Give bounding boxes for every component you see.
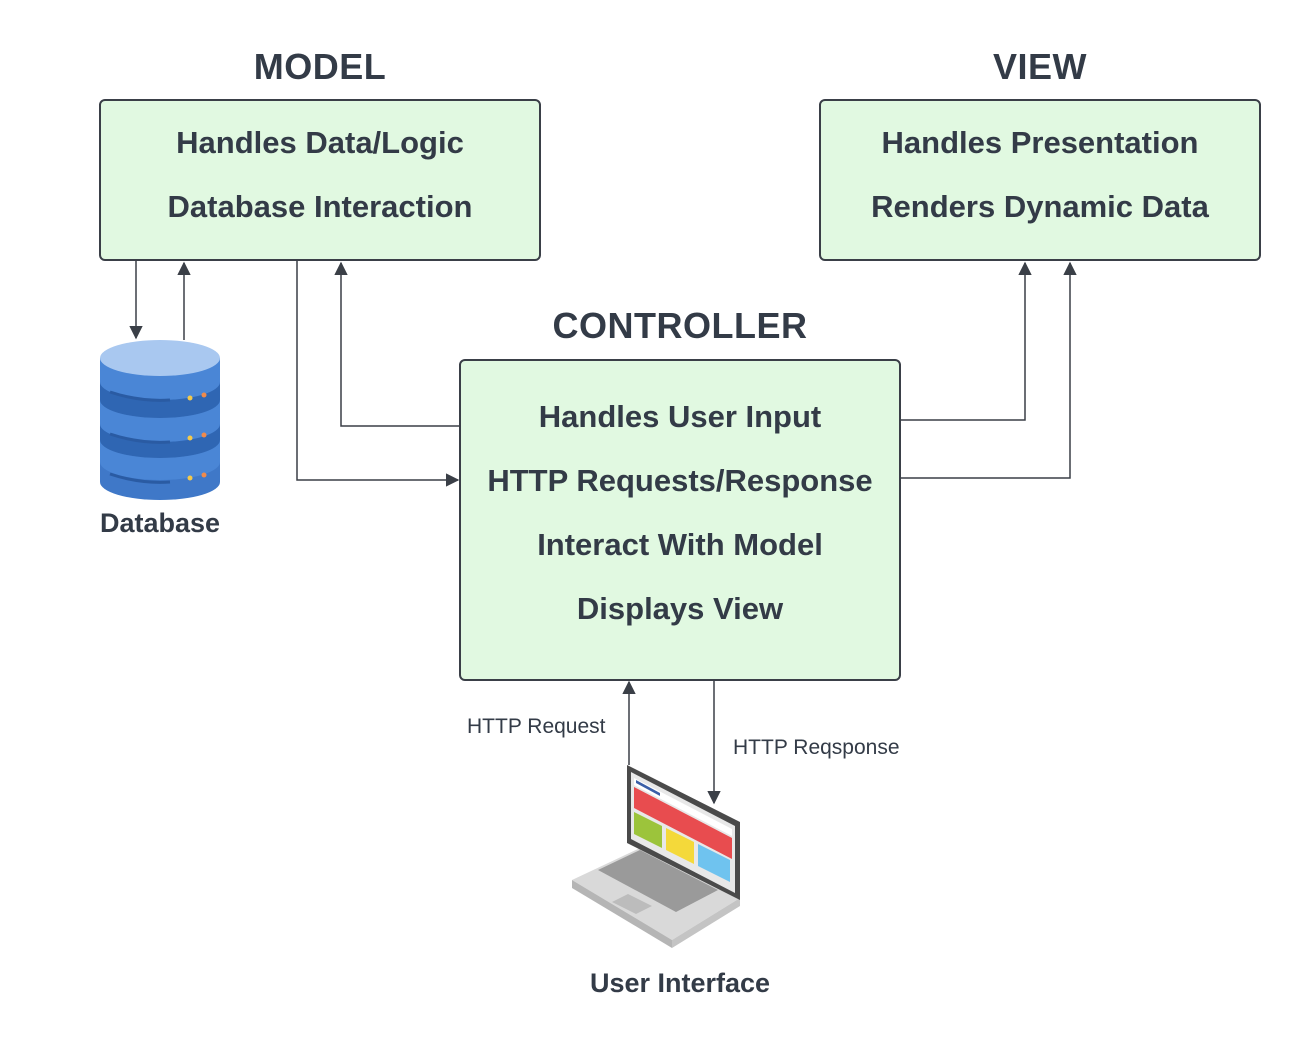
http-request-label: HTTP Request [467,715,606,738]
view-line-2: Renders Dynamic Data [871,189,1209,224]
controller-line-1: Handles User Input [538,399,822,434]
controller-to-model-arrow [334,261,460,427]
view-box: Handles Presentation Renders Dynamic Dat… [819,99,1261,261]
model-to-controller-arrow [296,261,460,487]
view-line-1: Handles Presentation [881,125,1199,160]
user-interface-label: User Interface [589,968,771,998]
controller-to-view-arrow-2 [901,261,1077,479]
controller-line-4: Displays View [576,591,784,626]
controller-line-3: Interact With Model [537,527,823,562]
controller-line-2: HTTP Requests/Response [487,463,873,498]
model-box: Handles Data/Logic Database Interaction [99,99,541,261]
controller-box: Handles User Input HTTP Requests/Respons… [459,359,901,681]
database-label: Database [99,508,221,538]
model-heading: MODEL [253,46,387,87]
controller-heading: CONTROLLER [552,305,808,346]
model-line-2: Database Interaction [167,189,473,224]
model-line-1: Handles Data/Logic [176,125,464,160]
view-heading: VIEW [992,46,1087,87]
http-response-label: HTTP Reqsponse [733,736,900,759]
controller-to-view-arrow-1 [901,261,1032,421]
